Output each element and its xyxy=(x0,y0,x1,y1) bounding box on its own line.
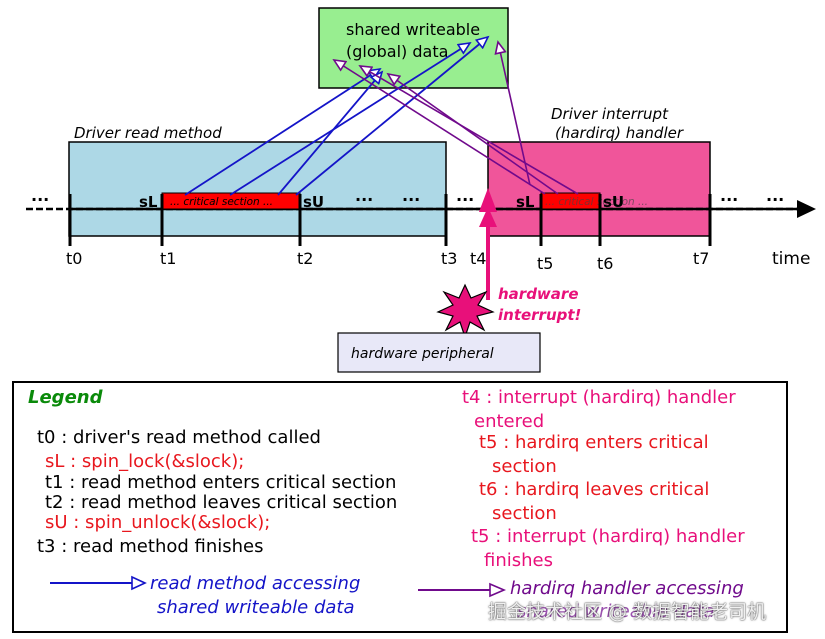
blue-arrow-2 xyxy=(229,43,470,196)
blue-arrow-3 xyxy=(277,72,382,196)
legend-t5b-1: t5 : interrupt (hardirq) handler xyxy=(471,526,745,547)
irq-handler-label-1: Driver interrupt xyxy=(551,105,669,123)
legend-blue-label-1: read method accessing xyxy=(150,573,361,594)
shared-data-label-1: shared writeable xyxy=(346,20,480,39)
legend-t3: t3 : read method finishes xyxy=(37,536,264,557)
ellipsis-4: ... xyxy=(456,186,474,205)
hw-interrupt-label-1: hardware xyxy=(498,285,579,303)
tick-label-t4: t4 xyxy=(470,249,486,268)
legend-t1: t1 : read method enters critical section xyxy=(45,472,397,493)
purple-arrow-2 xyxy=(388,74,559,195)
irq-handler-label-2: (hardirq) handler xyxy=(555,124,684,142)
legend-t2: t2 : read method leaves critical section xyxy=(45,492,398,513)
legend-sL: sL : spin_lock(&slock); xyxy=(45,451,245,472)
ellipsis-5: ... xyxy=(720,186,738,205)
legend-t4-1: t4 : interrupt (hardirq) handler xyxy=(462,387,736,408)
legend-t0: t0 : driver's read method called xyxy=(37,427,321,448)
time-axis-arrowhead xyxy=(797,200,816,218)
legend-t5b-2: finishes xyxy=(484,550,553,571)
legend-t5-1: t5 : hardirq enters critical xyxy=(479,432,709,453)
purple-arrow-3 xyxy=(360,66,579,195)
legend-title: Legend xyxy=(28,387,103,408)
legend-blue-arrow-icon xyxy=(50,575,147,591)
legend-purple-label-2: shared writeable data xyxy=(517,601,715,622)
read-method-box xyxy=(68,141,447,237)
blue-arrow-4 xyxy=(295,37,488,196)
blue-arrow-1 xyxy=(184,69,380,196)
ellipsis-2: ... xyxy=(355,186,373,205)
interrupt-arrow xyxy=(479,188,497,300)
read-access-arrows xyxy=(184,37,488,196)
tick-label-t3: t3 xyxy=(441,249,457,268)
time-label: time xyxy=(772,249,810,269)
irq-access-arrows xyxy=(334,42,579,195)
legend-sU: sU : spin_unlock(&slock); xyxy=(45,512,271,533)
legend-t5-2: section xyxy=(492,456,557,477)
irq-critical-label: ... critical section ... xyxy=(545,196,648,208)
read-critical-label: ... critical section ... xyxy=(170,196,273,208)
legend-t6-2: section xyxy=(492,503,557,524)
legend-blue-label-2: shared writeable data xyxy=(157,597,355,618)
interrupt-burst-icon xyxy=(436,283,495,339)
tick-label-t6: t6 xyxy=(597,254,613,273)
legend-box xyxy=(12,381,788,633)
hw-peripheral-box xyxy=(337,332,541,373)
legend-purple-arrow-icon xyxy=(418,582,507,598)
read-sU-label: sU xyxy=(303,193,324,211)
hw-interrupt-label-2: interrupt! xyxy=(498,306,581,324)
purple-arrow-1 xyxy=(334,60,546,195)
tick-label-t5: t5 xyxy=(537,254,553,273)
legend-t4-2: entered xyxy=(474,411,545,432)
shared-data-label-2: (global) data xyxy=(346,42,448,61)
ellipsis-6: ... xyxy=(766,186,784,205)
purple-arrow-4 xyxy=(498,42,531,186)
tick-label-t1: t1 xyxy=(160,249,176,268)
legend-t6-1: t6 : hardirq leaves critical xyxy=(479,479,710,500)
hw-peripheral-label: hardware peripheral xyxy=(351,346,494,362)
irq-sL-label: sL xyxy=(516,193,535,211)
tick-marks xyxy=(68,194,712,246)
watermark: 掘金技术社区 @ 数据智能老司机 xyxy=(488,601,767,623)
ellipsis-3: ... xyxy=(402,186,420,205)
ellipsis-1: ... xyxy=(31,186,49,205)
legend-purple-label-1: hardirq handler accessing xyxy=(510,578,744,599)
tick-label-t0: t0 xyxy=(66,249,82,268)
tick-label-t7: t7 xyxy=(693,249,709,268)
irq-sU-label: sU xyxy=(603,193,624,211)
read-method-label: Driver read method xyxy=(74,124,222,142)
tick-label-t2: t2 xyxy=(297,249,313,268)
read-sL-label: sL xyxy=(139,193,158,211)
